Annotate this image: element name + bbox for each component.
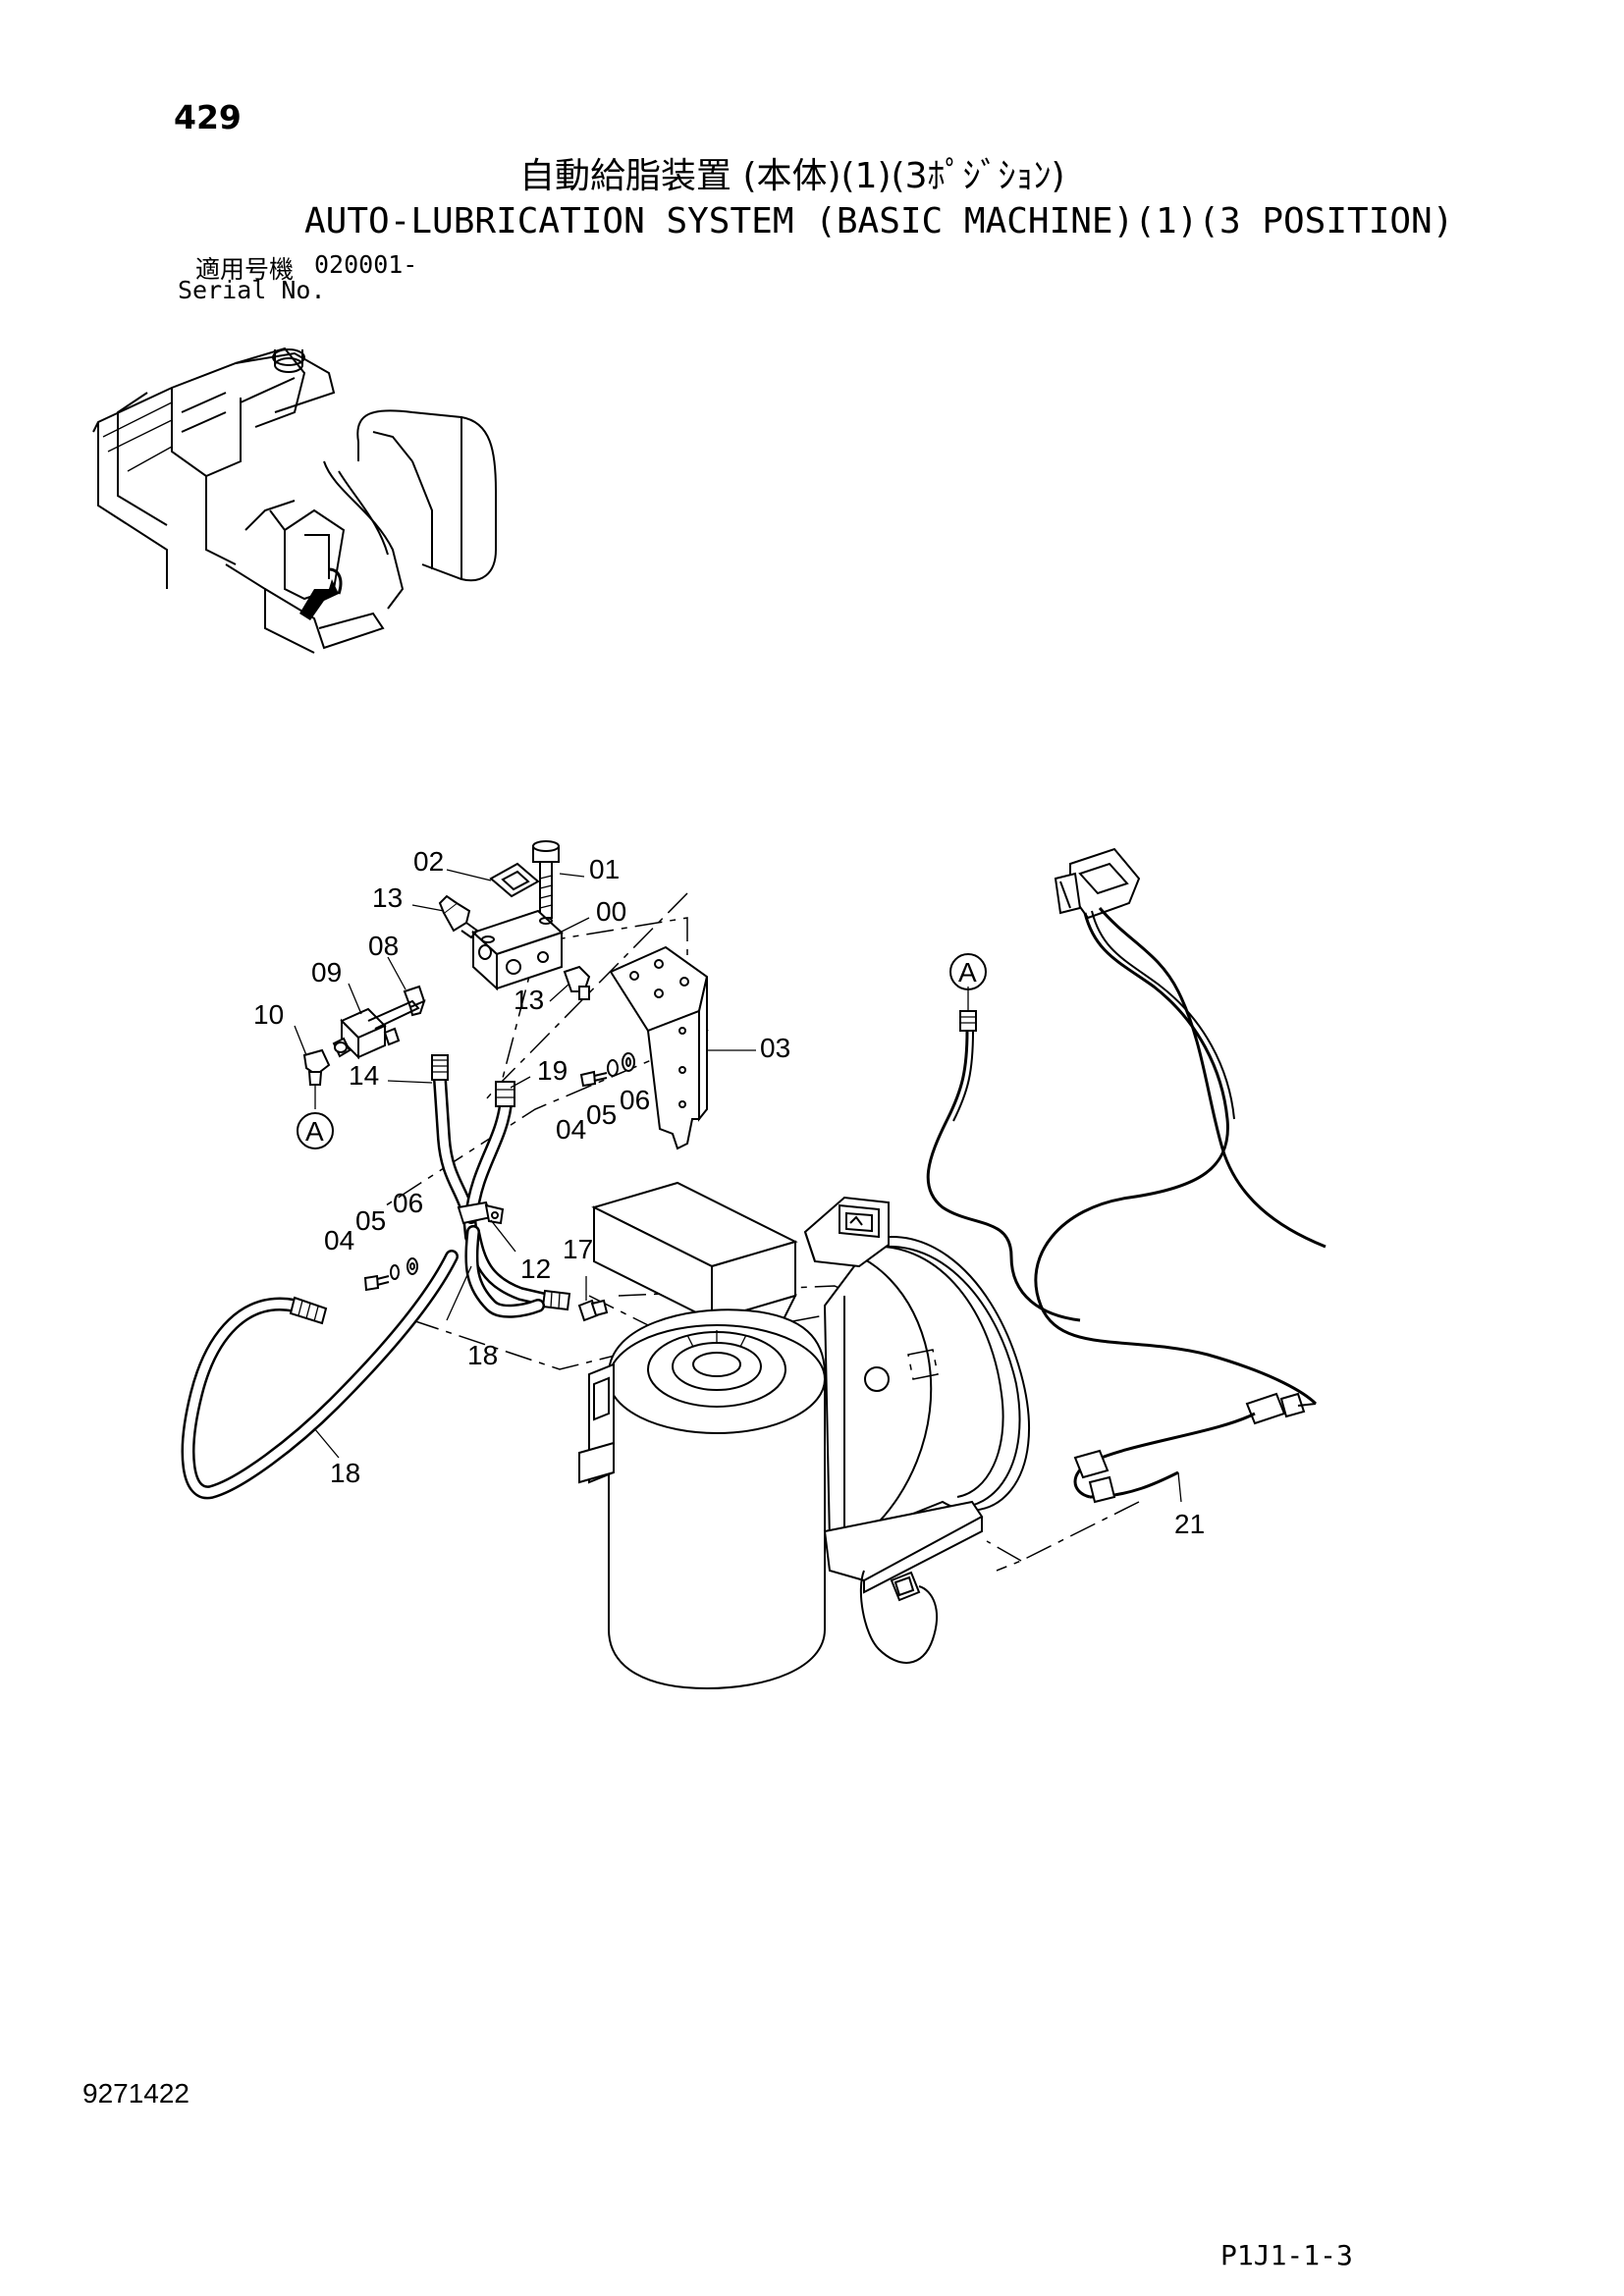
callout-14: 14 (349, 1060, 379, 1091)
callout-18-upper: 18 (467, 1340, 498, 1370)
machine-location-sketch (92, 347, 497, 654)
distribution-block-00 (471, 909, 564, 991)
callout-18-lower: 18 (330, 1458, 360, 1488)
callout-19: 19 (537, 1055, 568, 1086)
reference-marker-a-left (297, 1112, 334, 1149)
callout-02: 02 (413, 846, 444, 877)
serial-label-english: Serial No. (178, 276, 326, 304)
callout-labels: 02 01 13 00 08 09 13 10 03 14 19 06 05 0… (253, 846, 1205, 1539)
callout-09: 09 (311, 957, 342, 988)
wiring-harness-21 (859, 847, 1326, 1664)
fitting-17 (577, 1276, 609, 1322)
page-number: 429 (174, 98, 242, 136)
callout-06-upper: 06 (620, 1085, 650, 1115)
callout-05-upper: 05 (586, 1099, 617, 1130)
callout-01: 01 (589, 854, 620, 884)
callout-04-lower: 04 (324, 1225, 354, 1255)
title-english: AUTO-LUBRICATION SYSTEM (BASIC MACHINE)(… (304, 201, 1454, 241)
callout-00: 00 (596, 896, 626, 927)
callout-13-upper: 13 (372, 882, 403, 913)
serial-number-value: 020001- (314, 250, 418, 279)
grease-pump-unit (578, 1181, 1031, 1690)
valve-09 (332, 999, 420, 1060)
callout-21: 21 (1174, 1509, 1205, 1539)
callout-13-lower: 13 (514, 985, 544, 1015)
marker-a-left-label: A (305, 1116, 324, 1147)
elbow-fitting-13-lower (563, 965, 591, 1000)
callout-06-lower: 06 (393, 1188, 423, 1218)
callout-08: 08 (368, 931, 399, 961)
callout-03: 03 (760, 1033, 790, 1063)
leader-lines (294, 869, 1182, 1503)
long-hose-18 (181, 1250, 459, 1500)
callout-10: 10 (253, 999, 284, 1030)
callout-05-lower: 05 (355, 1205, 386, 1236)
plate-02 (489, 862, 540, 898)
title-japanese: 自動給脂装置 (本体)(1)(3ﾎﾟｼﾞｼｮﾝ) (519, 156, 1065, 196)
callout-12: 12 (520, 1254, 551, 1284)
marker-a-right-label: A (958, 957, 977, 988)
bolt-washer-set-lower (363, 1257, 418, 1292)
hose-assembly-14-19-12 (431, 1054, 571, 1318)
bracket-03 (609, 945, 709, 1150)
elbow-fitting-10 (302, 1048, 331, 1109)
callout-17: 17 (563, 1234, 593, 1264)
callout-04-upper: 04 (556, 1114, 586, 1145)
bolt-washer-set-upper (579, 1052, 635, 1088)
reference-marker-a-right (949, 953, 987, 990)
drawing-code: 9271422 (82, 2078, 190, 2109)
elbow-fitting-13-upper (438, 894, 479, 939)
page-reference: P1J1-1-3 (1220, 2239, 1353, 2271)
serial-label-japanese: 適用号機 (195, 255, 295, 284)
